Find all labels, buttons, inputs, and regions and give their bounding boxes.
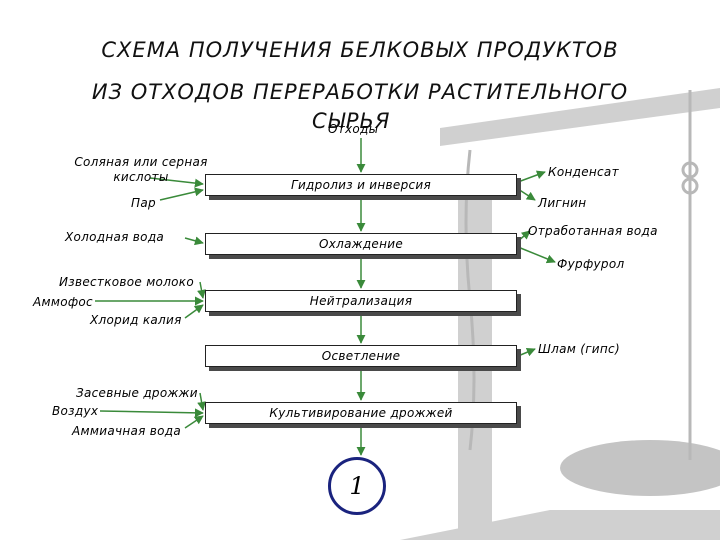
flow-arrow-lime-milk-in [197,281,206,299]
output-sludge-label: Шлам (гипс) [538,342,620,356]
input-steam-label: Пар [131,196,156,210]
scale-beam [440,88,720,146]
flow-arrow-waste-water-out [517,230,531,242]
scale-ring [681,177,699,195]
step-clarification: Осветление [205,345,517,367]
output-furfural-label: Фурфурол [557,257,625,271]
output-condensate-label: Конденсат [548,165,619,179]
step-neutralization: Нейтрализация [205,290,517,312]
flow-arrow-acid-in [149,177,204,188]
flow-arrow-cold-water-in [184,236,204,246]
output-waste-water-label: Отработанная вода [528,224,658,238]
input-air-label: Воздух [52,404,99,418]
input-lime-milk-label: Известковое молоко [59,275,194,289]
step-cooling: Охлаждение [205,233,517,255]
input-ammophos-label: Аммофос [33,295,93,309]
continuation-marker: 1 [328,457,386,515]
flow-arrow-sludge-out [517,347,536,357]
flow-arrow-lignin-out [517,188,536,201]
flow-arrow-air-in [99,408,204,418]
input-seed-yeast-label: Засевные дрожжи [76,386,198,400]
input-potassium-chloride-label: Хлорид калия [90,313,182,327]
input-acid-label: Соляная или серная кислоты [74,155,208,184]
flow-arrow-seed-yeast-in [197,392,207,411]
output-lignin-label: Лигнин [538,196,587,210]
input-waste-label: Отходы [328,122,379,136]
diagram-title-line1: СХЕМА ПОЛУЧЕНИЯ БЕЛКОВЫХ ПРОДУКТОВ [101,38,619,62]
diagram-title-line2: ИЗ ОТХОДОВ ПЕРЕРАБОТКИ РАСТИТЕЛЬНОГО [91,80,629,104]
diagram-title-line3: СЫРЬЯ [312,109,391,133]
step-yeast-cultivation: Культивирование дрожжей [205,402,517,424]
step-hydrolysis: Гидролиз и инверсия [205,174,517,196]
scale-pan [560,440,720,496]
flow-arrow-furfural-out [517,246,556,264]
scale-ring [681,161,699,179]
flow-arrow-potassium-chloride-in [184,304,204,319]
flow-arrow-steam-in [159,187,204,201]
flow-arrow-condensate-out [517,170,546,183]
input-cold-water-label: Холодная вода [65,230,165,244]
flow-arrow-ammonia-water-in [184,415,204,429]
scale-base [400,510,720,540]
input-ammonia-water-label: Аммиачная вода [72,424,182,438]
